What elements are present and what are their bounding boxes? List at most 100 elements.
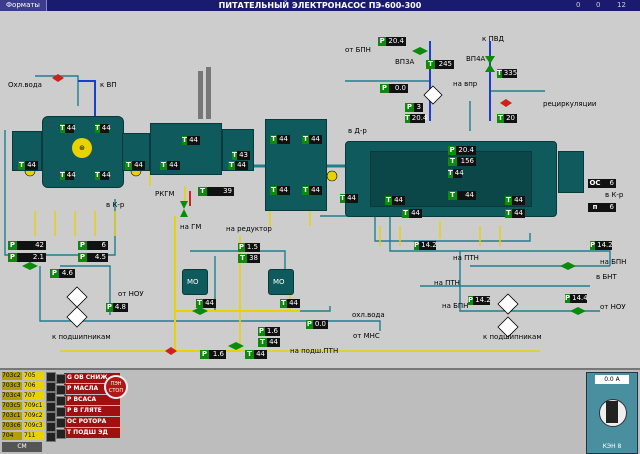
gauge-value: 20.4 — [458, 146, 474, 154]
alarm-code-cell[interactable]: 703c3 — [2, 382, 22, 390]
mnemonic-scheme: ⊛ Охл.вода к ВП в К-р на ГМ на редуктор … — [0, 11, 640, 368]
gear-coupling[interactable] — [150, 123, 222, 175]
clock-value-1: 0 — [576, 1, 581, 9]
gauge-tag: T — [270, 135, 278, 144]
alarm-ack-button[interactable] — [56, 385, 66, 395]
alarm-signal-row[interactable]: P ВСАСА — [64, 395, 120, 405]
alarm-reset-button[interactable] — [46, 382, 56, 392]
gauge-tag: P — [378, 37, 387, 46]
gauge-tag: T — [95, 171, 100, 180]
mode-switch-handle[interactable] — [606, 401, 618, 423]
gauge-value: 44 — [411, 209, 420, 217]
gauge-tag: P — [258, 327, 265, 336]
alarm-ack-button[interactable] — [56, 374, 66, 384]
oil-cooler-2[interactable]: МО — [268, 269, 294, 295]
gauge-value: 44 — [454, 169, 464, 177]
alarm-ack-button[interactable] — [56, 429, 66, 439]
gauge-value: 42 — [35, 241, 44, 249]
alarm-signal-row[interactable]: G ОВ СНИЖ — [64, 373, 120, 383]
alarm-code-cell[interactable]: 709c1 — [24, 402, 44, 410]
alarm-code-cell[interactable]: 704 — [2, 432, 22, 440]
gauge-tag: T — [402, 209, 410, 218]
alarm-code-cell[interactable]: 703c1 — [2, 412, 22, 420]
alarm-code-cell[interactable]: 703c6 — [2, 422, 22, 430]
gauge-value: 20.4 — [411, 114, 428, 122]
gauge-tag: P — [106, 303, 113, 312]
label-to-bnt: в БНТ — [596, 273, 617, 281]
alarm-code-cell[interactable]: 705 — [24, 372, 44, 380]
alarm-reset-button[interactable] — [46, 422, 56, 432]
gauge-value: 39 — [223, 187, 232, 195]
gauge-tag: T — [228, 161, 236, 170]
alarm-code-cell[interactable]: 707 — [24, 392, 44, 400]
oil-cooler-1[interactable]: МО — [182, 269, 208, 295]
alarm-signal-row[interactable]: P МАСЛА — [64, 384, 120, 394]
gauge-tag: T — [302, 135, 310, 144]
alarm-signal-row[interactable]: P В ГЛЯТЕ — [64, 406, 120, 416]
gauge-tag: T — [405, 114, 410, 123]
alarm-reset-button[interactable] — [46, 432, 56, 442]
gauge-tag: T — [340, 194, 346, 203]
alarm-signal-row[interactable]: ОС РОТОРА — [64, 417, 120, 427]
gearbox[interactable] — [265, 119, 327, 211]
alarm-ack-button[interactable] — [56, 396, 66, 406]
alarm-code-cell[interactable]: 703c4 — [2, 392, 22, 400]
alarm-code-cell[interactable]: 703c2 — [2, 372, 22, 380]
gauge-tag: P — [448, 146, 457, 155]
gauge-value: 245 — [438, 60, 452, 68]
gauge-value: 44 — [311, 135, 320, 143]
alarm-ack-button[interactable] — [56, 407, 66, 417]
alarm-code-cell[interactable]: 711 — [24, 432, 44, 440]
gauge-value: 44 — [66, 124, 76, 132]
alarm-reset-button[interactable] — [46, 412, 56, 422]
gauge-value: 44 — [256, 350, 265, 358]
gauge-value: 4.8 — [114, 303, 126, 311]
gauge-tag: T — [497, 114, 505, 123]
gauge-value: 2.1 — [32, 253, 44, 261]
gauge-value: 4.6 — [61, 269, 73, 277]
gauge-value: 14.4 — [572, 294, 588, 302]
alarm-code-cell[interactable]: 709c2 — [24, 412, 44, 420]
alarm-reset-button[interactable] — [46, 392, 56, 402]
alarm-signal-row[interactable]: T ПОДШ ЭД — [64, 428, 120, 438]
label-vp3a: ВП3А — [395, 58, 415, 66]
gauge-tag: T — [125, 161, 133, 170]
gauge-tag: T — [182, 136, 188, 145]
pump-stop-button[interactable]: ПЭН СТОП — [104, 375, 128, 399]
label-from-mns: от МНС — [353, 332, 380, 340]
cm-button[interactable]: СМ — [2, 442, 42, 452]
alarm-code-cell[interactable]: 703c5 — [2, 402, 22, 410]
title-bar: Форматы ПИТАТЕЛЬНЫЙ ЭЛЕКТРОНАСОС ПЭ-600-… — [0, 0, 640, 11]
clock-value-3: 12 — [617, 1, 626, 9]
gauge-tag: P — [8, 253, 17, 262]
gauge-value: 44 — [279, 135, 288, 143]
formats-menu-button[interactable]: Форматы — [0, 0, 47, 11]
alarm-reset-button[interactable] — [46, 372, 56, 382]
label-to-bpn-bottom: на БПН — [442, 302, 469, 310]
panel-caption: КЭН 8 — [602, 443, 622, 450]
alarm-reset-button[interactable] — [46, 402, 56, 412]
alarm-ack-button[interactable] — [56, 418, 66, 428]
gauge-value: 0.0 — [314, 320, 326, 328]
gauge-value: 44 — [269, 338, 278, 346]
gauge-tag: P — [78, 241, 87, 250]
gauge-pressure-1: P 2.1 — [8, 253, 46, 262]
motor-rotor-icon: ⊛ — [72, 138, 92, 158]
alarm-code-cell[interactable]: 709c3 — [24, 422, 44, 430]
alarm-code-cell[interactable]: 706 — [24, 382, 44, 390]
gauge-value: 156 — [460, 157, 474, 165]
gauge-value: 44 — [101, 171, 111, 179]
